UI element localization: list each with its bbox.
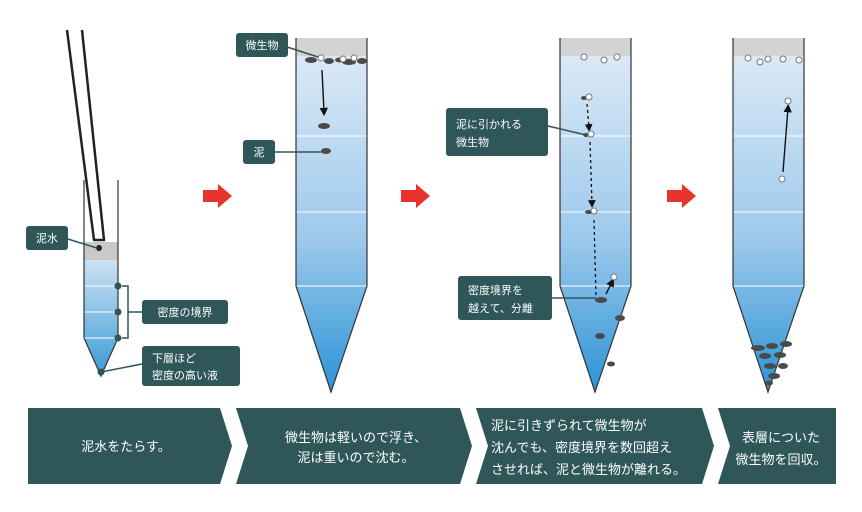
- svg-text:泥水: 泥水: [36, 232, 58, 245]
- svg-text:密度の高い液: 密度の高い液: [152, 368, 218, 382]
- svg-text:泥水をたらす。: 泥水をたらす。: [81, 440, 170, 455]
- tube-1-muddy-layer: [84, 242, 118, 260]
- svg-text:させれば、泥と微生物が離れる。: させれば、泥と微生物が離れる。: [491, 463, 686, 478]
- svg-text:表層についた: 表層についた: [742, 431, 820, 446]
- svg-text:密度境界を: 密度境界を: [468, 283, 523, 297]
- svg-text:微生物: 微生物: [456, 135, 489, 149]
- tube-1-body: [84, 258, 118, 376]
- label-density-boundary: 密度の境界: [142, 300, 228, 324]
- flow-arrow-3: [667, 184, 696, 208]
- tube-4: [732, 38, 805, 394]
- label-mud: 泥: [243, 140, 275, 164]
- drop-dot: [96, 245, 102, 251]
- svg-text:泥に引きずられて微生物が: 泥に引きずられて微生物が: [491, 419, 647, 434]
- step-2-banner: 微生物は軽いので浮き、 泥は重いので沈む。: [236, 408, 472, 484]
- step-3-banner: 泥に引きずられて微生物が 沈んでも、密度境界を数回超え させれば、泥と微生物が離…: [476, 408, 714, 484]
- svg-text:泥に引かれる: 泥に引かれる: [456, 117, 522, 131]
- svg-text:微生物は軽いので浮き、: 微生物は軽いので浮き、: [285, 431, 427, 446]
- label-pulled-microbe: 泥に引かれる 微生物: [446, 108, 548, 156]
- svg-text:密度の境界: 密度の境界: [158, 305, 213, 319]
- label-cross-boundary: 密度境界を 越えて、分離: [458, 276, 552, 320]
- step-1-banner: 泥水をたらす。: [28, 408, 232, 484]
- tube-3: [547, 38, 632, 394]
- svg-text:越えて、分離: 越えて、分離: [468, 301, 533, 315]
- svg-text:微生物を回収。: 微生物を回収。: [735, 453, 826, 468]
- svg-text:沈んでも、密度境界を数回超え: 沈んでも、密度境界を数回超え: [491, 440, 672, 456]
- svg-text:微生物: 微生物: [246, 38, 279, 52]
- tube-1: [57, 29, 143, 378]
- svg-text:泥: 泥: [254, 146, 265, 159]
- pipette: [65, 29, 106, 242]
- svg-text:下層ほど: 下層ほど: [152, 352, 196, 365]
- tube-2: [272, 38, 368, 394]
- density-bracket: [122, 285, 142, 339]
- label-lower-dense: 下層ほど 密度の高い液: [142, 346, 240, 386]
- label-microbe: 微生物: [236, 33, 288, 57]
- svg-text:泥は重いので沈む。: 泥は重いので沈む。: [297, 450, 414, 466]
- step-4-banner: 表層についた 微生物を回収。: [718, 408, 836, 484]
- label-muddy-water: 泥水: [26, 226, 68, 250]
- flow-arrow-2: [401, 184, 430, 208]
- flow-arrow-1: [203, 184, 232, 208]
